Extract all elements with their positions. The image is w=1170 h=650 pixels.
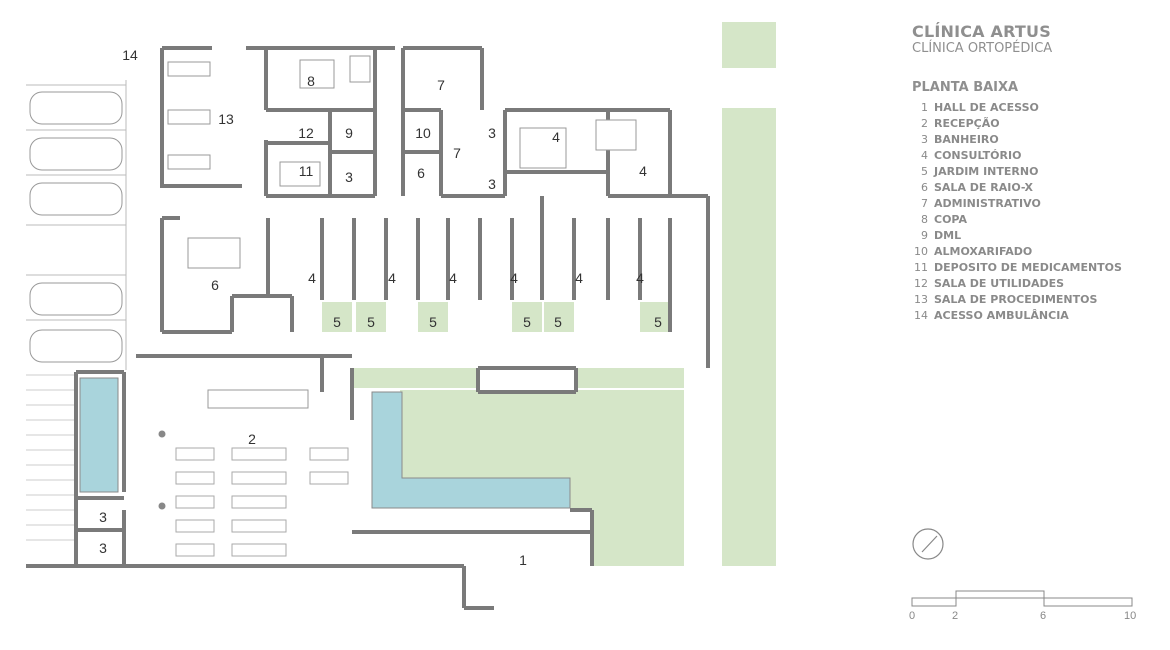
room-label: 4 — [639, 163, 647, 179]
hatched-ramp — [26, 374, 76, 541]
floor-plan: 14 13 8 7 12 9 10 7 3 4 4 11 3 6 3 6 4 4… — [26, 22, 776, 610]
furniture — [167, 55, 637, 409]
room-label: 8 — [307, 73, 315, 89]
room-label: 6 — [211, 277, 219, 293]
room-label: 3 — [99, 540, 107, 556]
room-label: 5 — [523, 314, 531, 330]
clinic-title: CLÍNICA ARTUS — [912, 22, 1051, 41]
scale-tick: 2 — [952, 610, 959, 622]
room-label: 4 — [636, 270, 644, 286]
room-label: 3 — [488, 176, 496, 192]
north-arrow-icon — [912, 528, 944, 560]
room-label: 5 — [654, 314, 662, 330]
room-label: 3 — [99, 509, 107, 525]
room-label: 4 — [575, 270, 583, 286]
room-label: 5 — [429, 314, 437, 330]
room-label: 2 — [248, 431, 256, 447]
parking-area — [26, 80, 127, 370]
room-label: 13 — [218, 111, 234, 127]
parked-cars — [29, 91, 123, 363]
scale-tick: 6 — [1040, 610, 1047, 622]
water-features — [79, 377, 571, 509]
room-label: 9 — [345, 125, 353, 141]
scale-bar — [911, 590, 1133, 607]
room-label: 12 — [298, 125, 314, 141]
room-label: 4 — [510, 270, 518, 286]
room-label: 1 — [519, 552, 527, 568]
room-label: 5 — [367, 314, 375, 330]
room-label: 5 — [554, 314, 562, 330]
room-label: 3 — [488, 125, 496, 141]
legend-title: PLANTA BAIXA — [912, 80, 1019, 95]
room-label: 4 — [388, 270, 396, 286]
room-label: 3 — [345, 169, 353, 185]
room-label: 6 — [417, 165, 425, 181]
room-label: 7 — [453, 145, 461, 161]
room-label: 4 — [308, 270, 316, 286]
scale-tick: 10 — [1124, 610, 1137, 622]
waiting-seats — [175, 447, 349, 557]
columns — [158, 430, 166, 510]
room-label: 11 — [299, 163, 314, 179]
room-label: 7 — [437, 77, 445, 93]
room-labels: 14 13 8 7 12 9 10 7 3 4 4 11 3 6 3 6 4 4… — [99, 47, 662, 568]
room-label: 5 — [333, 314, 341, 330]
walls — [26, 46, 710, 610]
room-label: 4 — [449, 270, 457, 286]
scale-tick: 0 — [909, 610, 916, 622]
clinic-subtitle: CLÍNICA ORTOPÉDICA — [912, 41, 1053, 56]
room-label: 10 — [415, 125, 431, 141]
room-label: 14 — [122, 47, 138, 63]
room-label: 4 — [552, 129, 560, 145]
